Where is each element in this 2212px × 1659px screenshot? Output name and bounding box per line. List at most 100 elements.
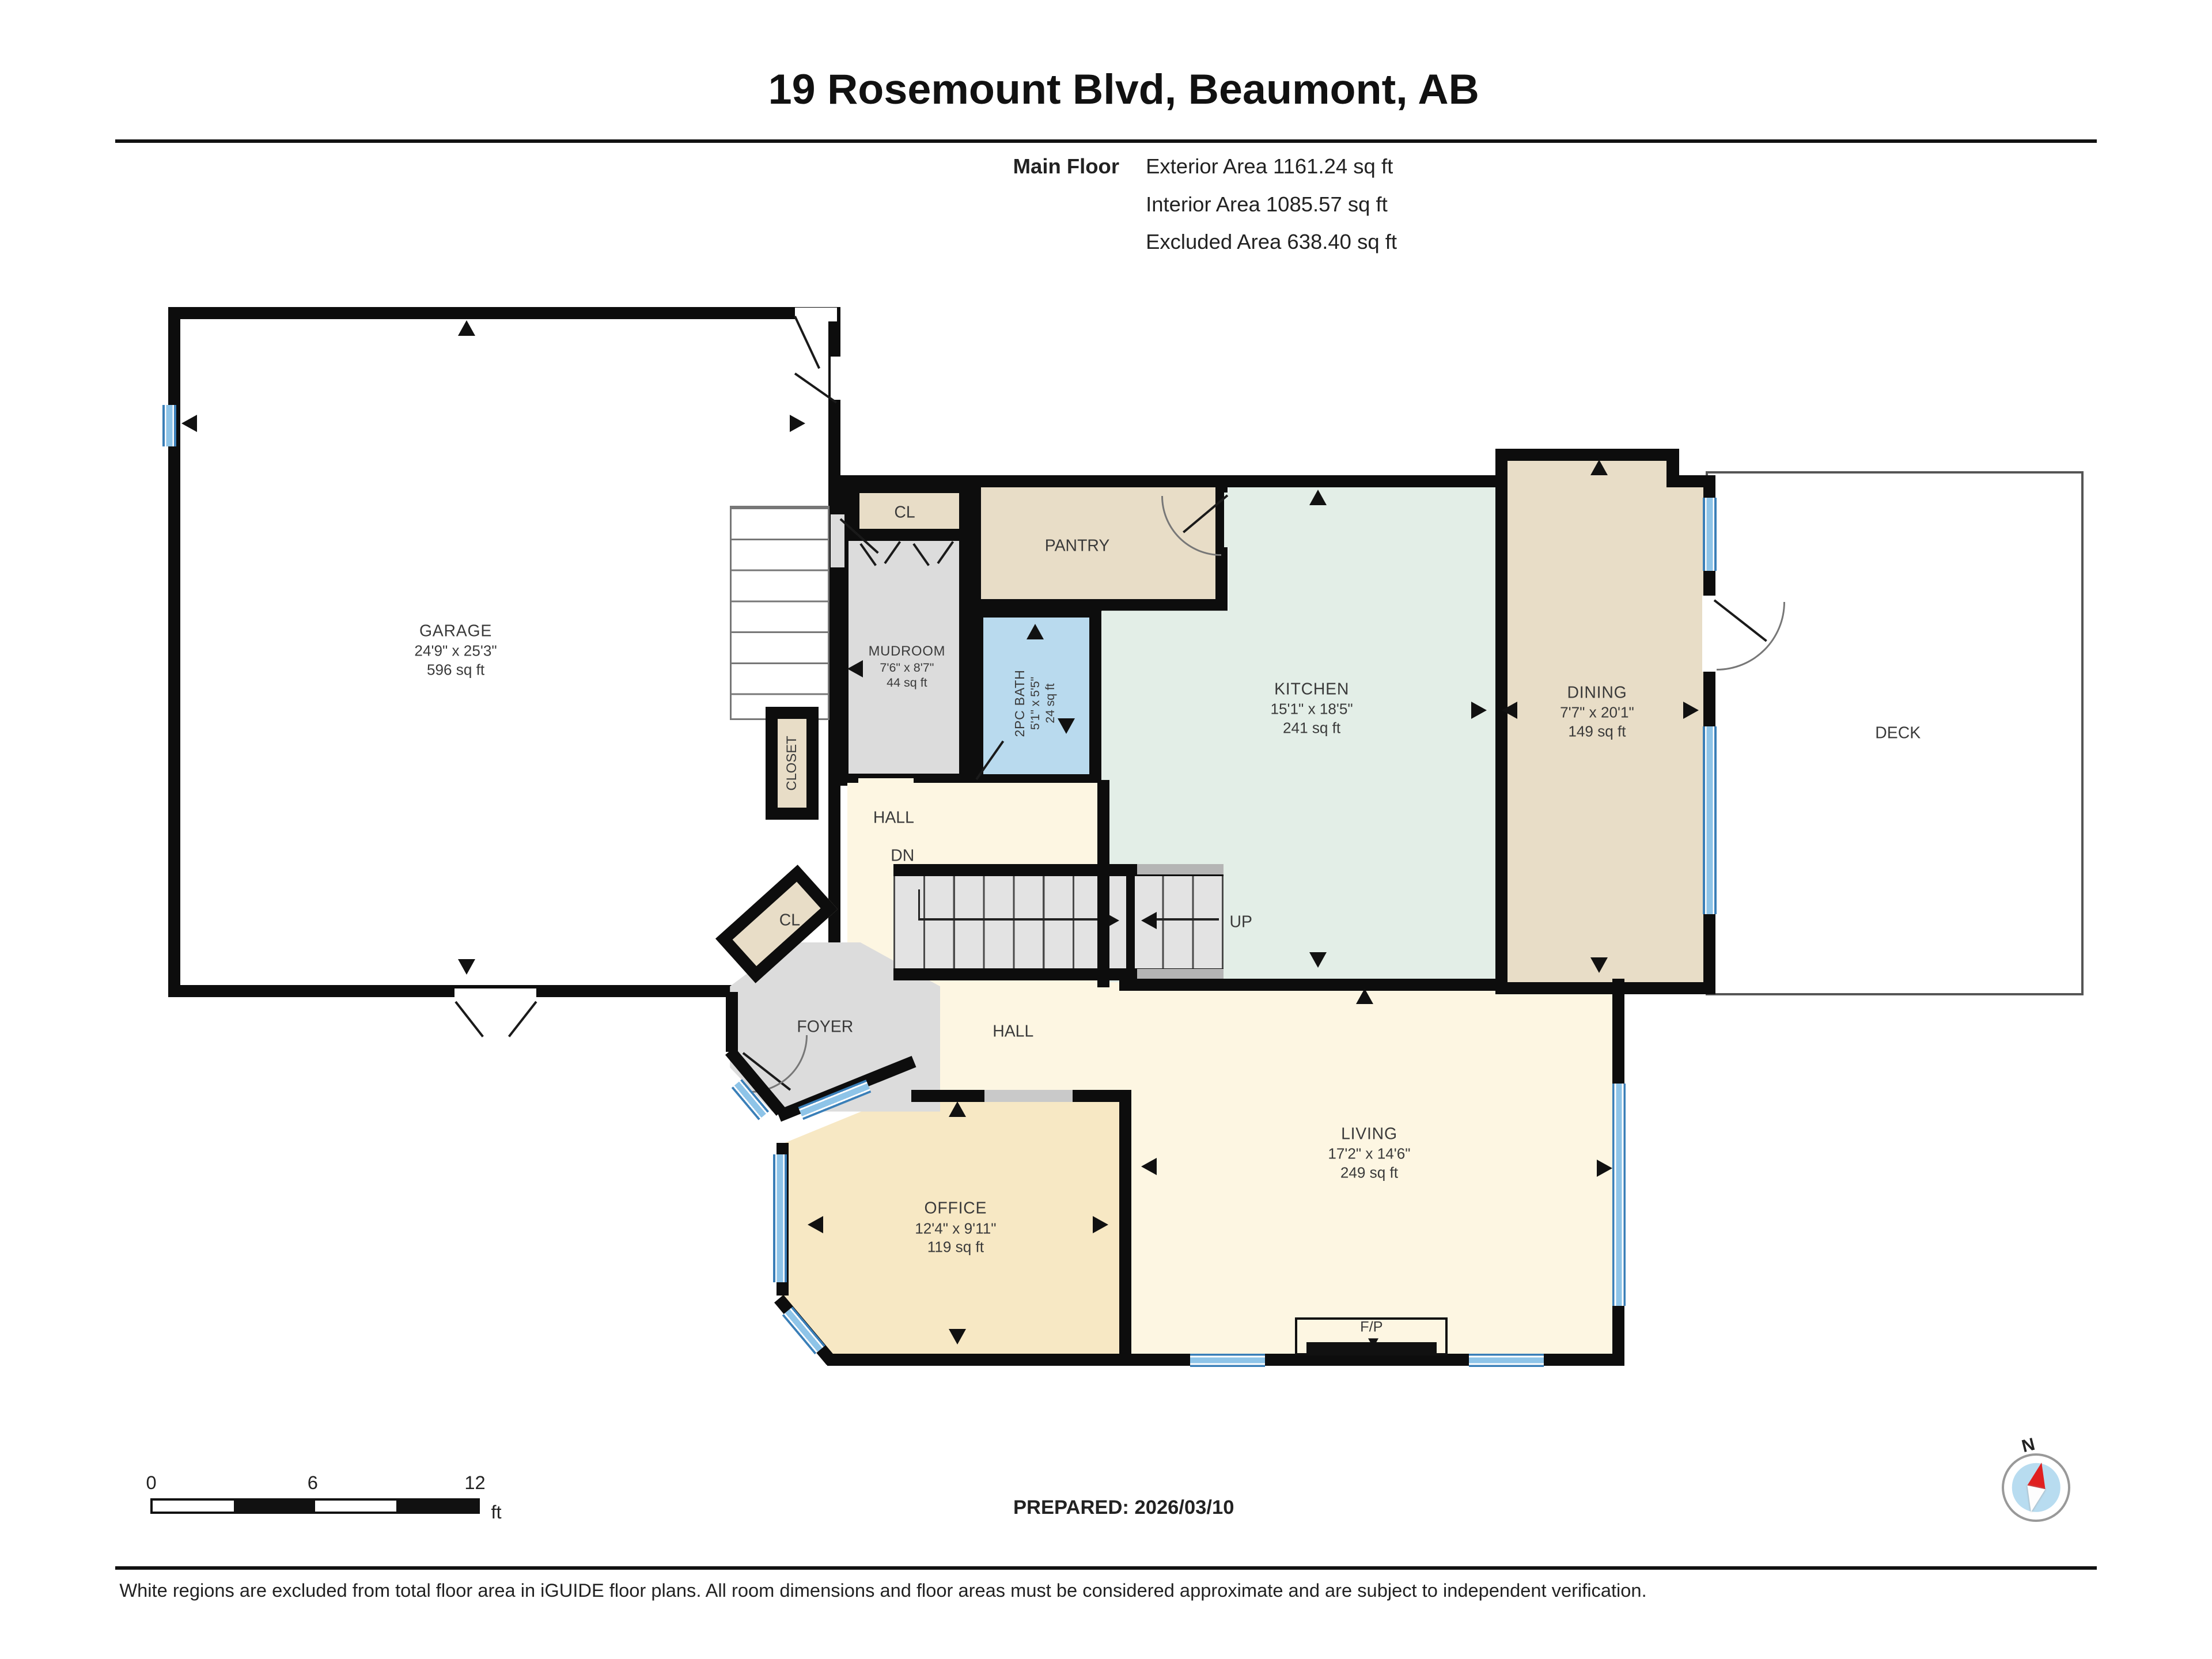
dim-arrow-office-bottom: [949, 1328, 967, 1344]
dim-arrow-kitchen-top: [1309, 489, 1327, 505]
garage-door-opening-bottom: [454, 988, 537, 1003]
dining-window-right-1: [1703, 498, 1717, 571]
wall-hall-kitchen: [1097, 779, 1109, 987]
wall-dining-nook-top: [1495, 449, 1675, 461]
dim-arrow-office-right: [1092, 1216, 1108, 1234]
room-deck: [1705, 471, 2084, 995]
stat-interior: Interior Area 1085.57 sq ft: [1146, 192, 1388, 216]
up-label: UP: [1229, 912, 1252, 931]
dim-arrow-kitchen-bottom: [1309, 952, 1327, 968]
scale-seg-3: [315, 1500, 397, 1512]
garage-door-opening-side: [830, 357, 844, 400]
hall-lower-label: HALL: [993, 1022, 1034, 1041]
pantry-opening: [1224, 493, 1238, 548]
wall-kitchen-bottom: [1119, 979, 1498, 991]
room-office: [778, 1090, 1126, 1354]
closet-label: CLOSET: [783, 736, 800, 791]
bath-label: 2PC BATH 5'1" x 5'5" 24 sq ft: [1012, 669, 1058, 737]
living-label: LIVING 17'2" x 14'6" 249 sq ft: [1328, 1124, 1411, 1181]
cl-top-label: CL: [894, 503, 915, 522]
fireplace-arrow: [1368, 1338, 1379, 1348]
page-title: 19 Rosemount Blvd, Beaumont, AB: [768, 65, 1479, 113]
office-cased-opening: [984, 1090, 1073, 1103]
dim-arrow-dining-top: [1590, 459, 1608, 475]
compass-inner: [2012, 1463, 2061, 1512]
compass-icon: [2002, 1453, 2071, 1522]
fireplace-label: F/P: [1360, 1319, 1383, 1335]
floor-stats: Exterior Area 1161.24 sq ft Interior Are…: [1146, 154, 1397, 268]
stairs-run-line-left: [918, 918, 1108, 921]
scale-seg-4: [396, 1500, 478, 1512]
wall-top-right: [1666, 475, 1715, 488]
scale-tick-0: 0: [146, 1471, 157, 1493]
scale-unit: ft: [491, 1501, 502, 1523]
floor-label: Main Floor: [1013, 154, 1120, 178]
stairs-rail-bottom: [1137, 968, 1224, 979]
dim-arrow-dining-right: [1683, 702, 1699, 719]
stairs-divider-wall: [1126, 864, 1135, 981]
dim-arrow-garage-left: [181, 415, 197, 432]
dim-arrow-dining-bottom: [1590, 957, 1608, 973]
office-label: OFFICE 12'4" x 9'11" 119 sq ft: [915, 1199, 997, 1256]
dim-arrow-office-left: [807, 1216, 823, 1234]
scale-tick-6: 6: [307, 1471, 318, 1493]
room-garage: [168, 306, 841, 997]
mudroom-hall-opening: [858, 778, 914, 792]
disclaimer: White regions are excluded from total fl…: [119, 1579, 1647, 1601]
stat-exterior: Exterior Area 1161.24 sq ft: [1146, 154, 1393, 178]
wall-office-bottom: [827, 1354, 1131, 1366]
room-closet: [765, 706, 819, 820]
hall-upper-label: HALL: [873, 808, 914, 827]
wall-top-main: [840, 475, 1498, 488]
living-window-bottom-2: [1468, 1353, 1544, 1368]
dining-window-right-2: [1703, 726, 1717, 914]
stairs-rail-top: [1137, 864, 1224, 874]
dim-arrow-mudroom-left: [847, 660, 863, 678]
dn-label: DN: [891, 846, 915, 865]
dim-arrow-garage-top: [457, 320, 475, 336]
mudroom-opening: [830, 514, 844, 567]
pantry-label: PANTRY: [1044, 536, 1110, 555]
garage-window: [162, 404, 177, 446]
cl-foyer-label: CL: [779, 911, 801, 930]
scale-tick-12: 12: [464, 1471, 486, 1493]
garage-label: GARAGE 24'9" x 25'3" 596 sq ft: [414, 622, 497, 679]
dim-arrow-bath-bottom: [1057, 718, 1075, 734]
living-window-bottom-1: [1190, 1353, 1266, 1368]
scale-bar: [150, 1498, 480, 1514]
dining-label: DINING 7'7" x 20'1" 149 sq ft: [1560, 683, 1634, 740]
prepared-label: PREPARED: 2026/03/10: [1013, 1496, 1234, 1518]
header-divider: [115, 139, 2097, 143]
living-window-right: [1612, 1083, 1626, 1306]
garage-door-opening-top: [795, 308, 838, 322]
mudroom-label: MUDROOM 7'6" x 8'7" 44 sq ft: [868, 643, 946, 690]
kitchen-label: KITCHEN 15'1" x 18'5" 241 sq ft: [1270, 680, 1353, 737]
stairs-run-line-right: [1152, 918, 1219, 921]
scale-seg-2: [234, 1500, 316, 1512]
dim-arrow-garage-right: [789, 415, 805, 432]
deck-door-opening: [1702, 595, 1718, 672]
garage-stairs: [730, 506, 830, 720]
deck-label: DECK: [1875, 724, 1921, 743]
garage-double-door-leaf-1: [454, 1001, 484, 1037]
main-stairs: [893, 864, 1224, 981]
foyer-label: FOYER: [797, 1017, 854, 1036]
scale-seg-1: [153, 1500, 234, 1512]
stairs-run-start: [918, 889, 921, 919]
wall-foyer-left: [725, 992, 738, 1052]
dim-arrow-garage-bottom: [457, 959, 475, 975]
dim-arrow-bath-top: [1026, 623, 1044, 639]
stairs-arrow-left: [1141, 911, 1157, 929]
dim-arrow-living-right: [1597, 1160, 1613, 1177]
wall-kitchen-dining: [1495, 449, 1508, 993]
stat-excluded: Excluded Area 638.40 sq ft: [1146, 230, 1397, 254]
room-dining: [1495, 449, 1705, 990]
dim-arrow-living-left: [1141, 1158, 1157, 1176]
wall-dining-bottom: [1495, 982, 1715, 995]
footer-divider: [115, 1566, 2097, 1570]
office-window-left: [773, 1154, 787, 1283]
wall-office-living: [1119, 1090, 1132, 1363]
dim-arrow-hall-up: [1355, 988, 1373, 1005]
garage-double-door-leaf-2: [508, 1001, 537, 1037]
